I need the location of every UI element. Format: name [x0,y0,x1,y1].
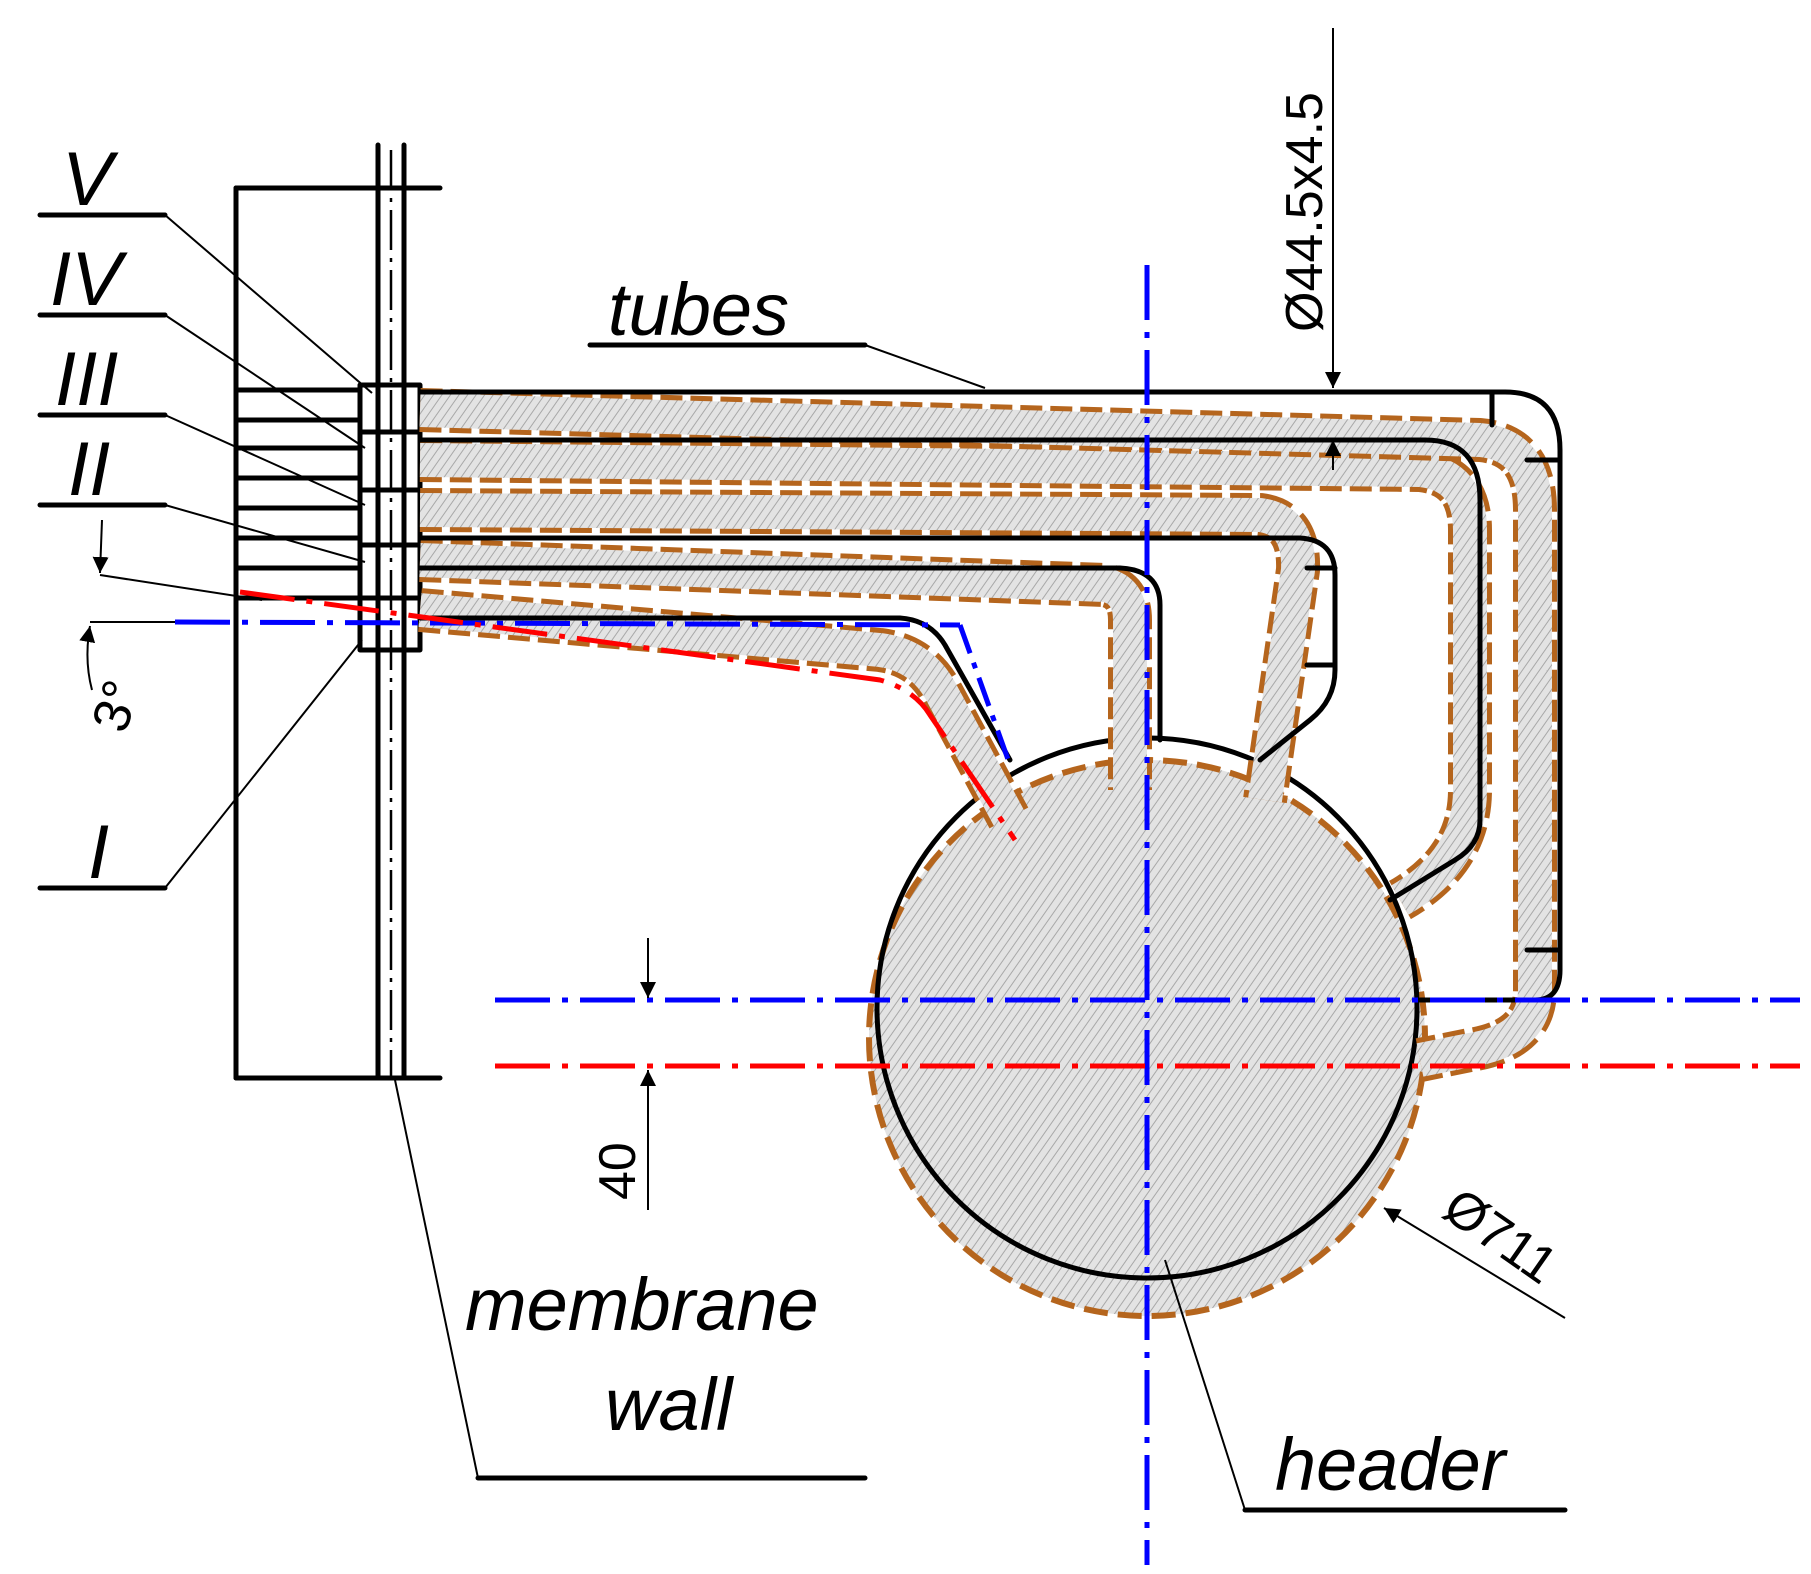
tubes [418,388,1557,1082]
centerlines [174,265,1800,1565]
label-row-iii: III [55,337,118,422]
label-tubes: tubes [608,268,789,351]
original-tube-outline [417,389,1563,1003]
label-angle: 3° [81,673,152,738]
tube-i-new-centerline [239,589,1018,842]
label-row-ii: II [68,427,110,512]
leaders [37,28,1568,1513]
label-row-i: I [88,810,109,895]
labels: V IV III II I tubes Ø44.5x4.5 3° 40 Ø711… [50,92,1567,1506]
label-membrane-line2: wall [605,1363,735,1446]
label-header: header [1275,1423,1509,1506]
label-tube-dimension: Ø44.5x4.5 [1276,92,1334,332]
membrane-wall [233,142,443,1081]
tube-i-original-centerline [174,619,961,628]
label-row-iv: IV [50,237,128,322]
label-row-v: V [62,137,119,222]
dimensions [79,519,656,1210]
label-offset: 40 [589,1142,647,1200]
label-membrane-line1: membrane [465,1263,819,1346]
